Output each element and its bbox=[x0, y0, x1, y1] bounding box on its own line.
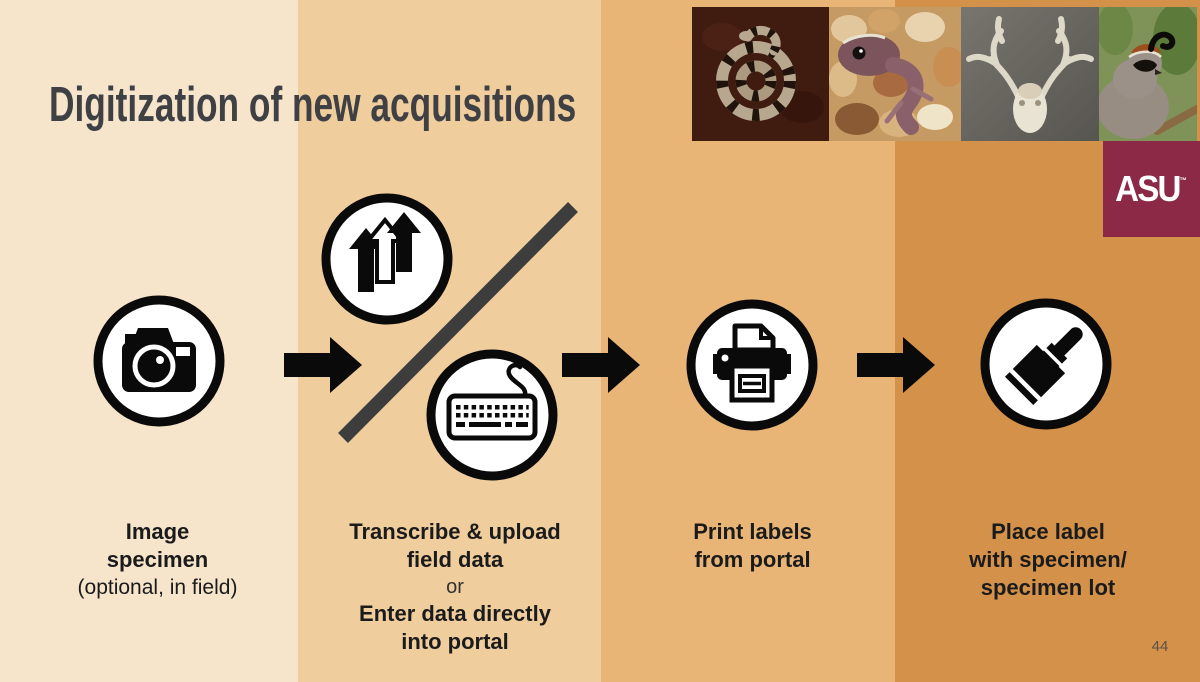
deer-skull-photo bbox=[961, 7, 1099, 141]
step2-option1-line2: field data bbox=[406, 547, 504, 572]
step2-label: Transcribe & upload field data or Enter … bbox=[320, 518, 590, 656]
step3-label: Print labels from portal bbox=[640, 518, 865, 574]
step3-line1: Print labels bbox=[693, 519, 812, 544]
keyboard-icon bbox=[426, 349, 558, 481]
step4-line1: Place label bbox=[991, 519, 1105, 544]
page-number: 44 bbox=[1151, 638, 1169, 655]
asu-logo-text: ASU™ bbox=[1115, 168, 1188, 209]
step4-line2: with specimen/ bbox=[969, 547, 1127, 572]
flow-arrow-2-icon bbox=[562, 337, 640, 393]
flow-arrow-1-icon bbox=[284, 337, 362, 393]
step2-or: or bbox=[446, 576, 464, 598]
snake-photo bbox=[692, 7, 829, 141]
quail-photo bbox=[1099, 7, 1197, 141]
step2-option2-line2: into portal bbox=[401, 629, 509, 654]
camera-icon bbox=[93, 295, 225, 427]
specimen-photo-strip bbox=[692, 7, 1197, 141]
step2-option1-line1: Transcribe & upload bbox=[349, 519, 561, 544]
step1-label: Image specimen (optional, in field) bbox=[40, 518, 275, 602]
step2-option2-line1: Enter data directly bbox=[359, 601, 551, 626]
step1-line1: Image bbox=[125, 519, 190, 544]
upload-arrows-icon bbox=[321, 193, 453, 325]
step3-line2: from portal bbox=[694, 547, 811, 572]
asu-trademark: ™ bbox=[1180, 176, 1188, 185]
paint-brush-icon bbox=[980, 298, 1112, 430]
printer-icon bbox=[686, 299, 818, 431]
or-slash-divider bbox=[338, 202, 578, 443]
gecko-photo bbox=[829, 7, 961, 141]
flow-arrow-3-icon bbox=[857, 337, 935, 393]
background-band-2 bbox=[298, 0, 601, 682]
asu-logo: ASU™ bbox=[1103, 141, 1200, 237]
step4-line3: specimen lot bbox=[980, 575, 1116, 600]
step4-label: Place label with specimen/ specimen lot bbox=[928, 518, 1168, 602]
step1-note: (optional, in field) bbox=[77, 576, 238, 599]
slide-title: Digitization of new acquisitions bbox=[49, 78, 577, 132]
step1-line2: specimen bbox=[106, 547, 209, 572]
